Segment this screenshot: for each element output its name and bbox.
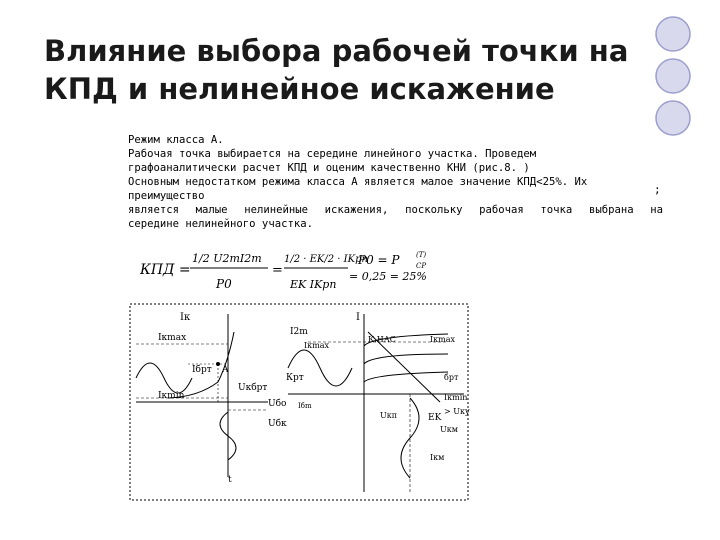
body-line-4: Основным недостатком режима класса А явл… <box>128 176 588 188</box>
label-i-axis2: I <box>356 312 360 323</box>
left-collector-wave <box>135 362 193 394</box>
label-ukbrt: Uкбрт <box>238 382 267 393</box>
formula-frac1-num: 1/2 U2mI2m <box>192 252 262 265</box>
load-line <box>367 331 441 403</box>
deco-circle-middle <box>655 58 691 94</box>
deco-circle-top <box>655 16 691 52</box>
formula-frac1-den: P0 <box>215 277 232 291</box>
label-t-bottom: t <box>228 475 232 485</box>
formula-frac2-den: EK IKpn <box>289 278 336 291</box>
label-ubo: Uбо <box>268 398 286 409</box>
formula-p0-sup: (T) <box>416 251 426 259</box>
label-ibrt: Iбрт <box>192 364 212 375</box>
slide-title-line-1: Влияние выбора рабочей точки на <box>44 34 629 68</box>
label-ikm: Iкм <box>430 453 444 462</box>
label-ikmax-left: Iкmax <box>158 333 186 343</box>
formula-frac2-num: 1/2 · EK/2 · IKpn <box>284 254 368 265</box>
slide-title-line-2: КПД и нелинейное искажение <box>44 72 555 106</box>
mid-collector-wave <box>287 349 353 387</box>
label-ubm: Iбm <box>298 402 312 410</box>
formula-p0: P0 = P <box>357 253 400 267</box>
slide-title: Влияние выбора рабочей точки на КПД и не… <box>44 32 644 108</box>
label-brt: брт <box>444 373 459 382</box>
collector-voltage-wave <box>400 397 420 479</box>
body-line-6: является малые нелинейные искажения, пос… <box>128 204 663 216</box>
label-ubk: Uбк <box>268 418 287 429</box>
deco-circle-bottom <box>655 100 691 136</box>
label-ek: EK <box>428 413 442 423</box>
output-curve-top <box>363 333 449 347</box>
output-curve-low <box>363 371 449 383</box>
body-text: Режим класса А. Рабочая точка выбирается… <box>128 133 663 231</box>
body-line-4-tail: ; <box>654 183 661 196</box>
formula-result: = 0,25 = 25% <box>349 270 427 283</box>
output-curve-mid <box>363 353 449 365</box>
transistor-characteristics-diagram: Iк Iкmax Iбрт A Uкбрт Iкmin Uбо Uбк t I … <box>129 303 470 501</box>
label-a: A <box>221 365 229 375</box>
body-line-1: Режим класса А. <box>128 134 224 146</box>
decorative-circles <box>655 16 691 136</box>
bottom-base-wave <box>219 411 237 461</box>
label-krt: Крт <box>286 373 304 383</box>
formula-lhs: КПД = <box>140 262 191 278</box>
body-line-7: середине нелинейного участка. <box>128 218 313 230</box>
label-ikmin-left: Iкmin <box>158 391 185 401</box>
body-line-5: преимущество <box>128 190 205 202</box>
label-ikmax-mid: Iкmax <box>304 341 330 350</box>
label-ik-axis: Iк <box>180 312 191 323</box>
label-uky: > Uку <box>444 407 470 416</box>
formula-eq: = <box>272 263 283 278</box>
label-ikmin-right: Iкmin <box>444 393 467 402</box>
diagram-frame <box>129 303 469 501</box>
label-ikmax-right: Iкmax <box>430 335 456 344</box>
formula-p0-sub: CP <box>416 262 426 270</box>
operating-point-a <box>216 362 220 366</box>
label-i2m: I2m <box>290 327 308 337</box>
body-line-3: графоаналитически расчет КПД и оценим ка… <box>128 162 530 174</box>
label-ukn: Uкп <box>380 411 397 420</box>
efficiency-formula: КПД = 1/2 U2mI2m P0 = 1/2 · EK/2 · IKpn … <box>140 251 427 291</box>
label-knas: К.НАС <box>368 335 396 344</box>
label-ukm: Uкм <box>440 425 458 434</box>
body-line-2: Рабочая точка выбирается на середине лин… <box>128 148 537 160</box>
